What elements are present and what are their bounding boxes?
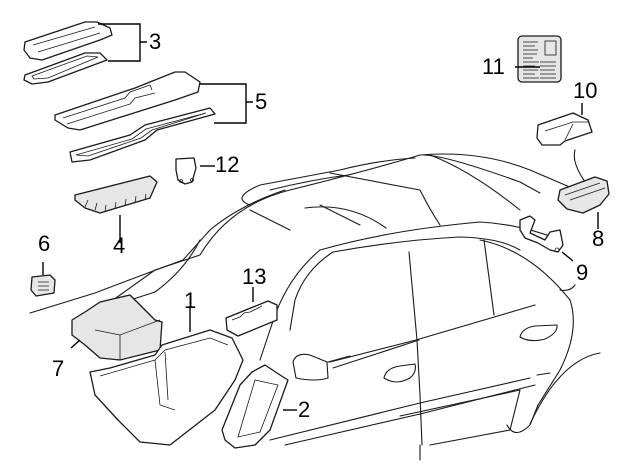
callout-2: 2 — [298, 397, 311, 422]
part-5-long-cover — [54, 71, 201, 131]
callout-10: 10 — [573, 78, 598, 103]
part-5-gasket — [69, 107, 216, 163]
callout-3: 3 — [149, 29, 162, 54]
callout-11: 11 — [482, 54, 505, 79]
part-1-housing — [89, 329, 244, 446]
callout-9: 9 — [576, 260, 589, 285]
callout-12: 12 — [215, 152, 240, 177]
vehicle-outline — [29, 149, 601, 461]
callout-1: 1 — [184, 288, 197, 313]
part-3-gasket — [23, 52, 108, 85]
part-13-connector — [225, 300, 278, 337]
leader-lines — [42, 23, 599, 411]
callout-4: 4 — [113, 233, 126, 258]
part-2-lid — [221, 364, 289, 449]
part-4-fuse-block — [74, 175, 158, 214]
callout-6: 6 — [38, 231, 51, 256]
part-10-cover — [536, 112, 593, 146]
part-8-relay-block — [557, 176, 610, 214]
part-7-relay-box — [71, 294, 163, 361]
part-12-fuse — [175, 157, 197, 185]
part-9-bracket — [519, 215, 564, 253]
callout-13: 13 — [242, 264, 267, 289]
callout-8: 8 — [592, 226, 605, 251]
callout-5: 5 — [255, 89, 268, 114]
part-6-relay — [30, 274, 56, 297]
callout-7: 7 — [52, 356, 65, 381]
part-3-small-cover — [23, 21, 113, 61]
part-11-label — [517, 35, 562, 83]
